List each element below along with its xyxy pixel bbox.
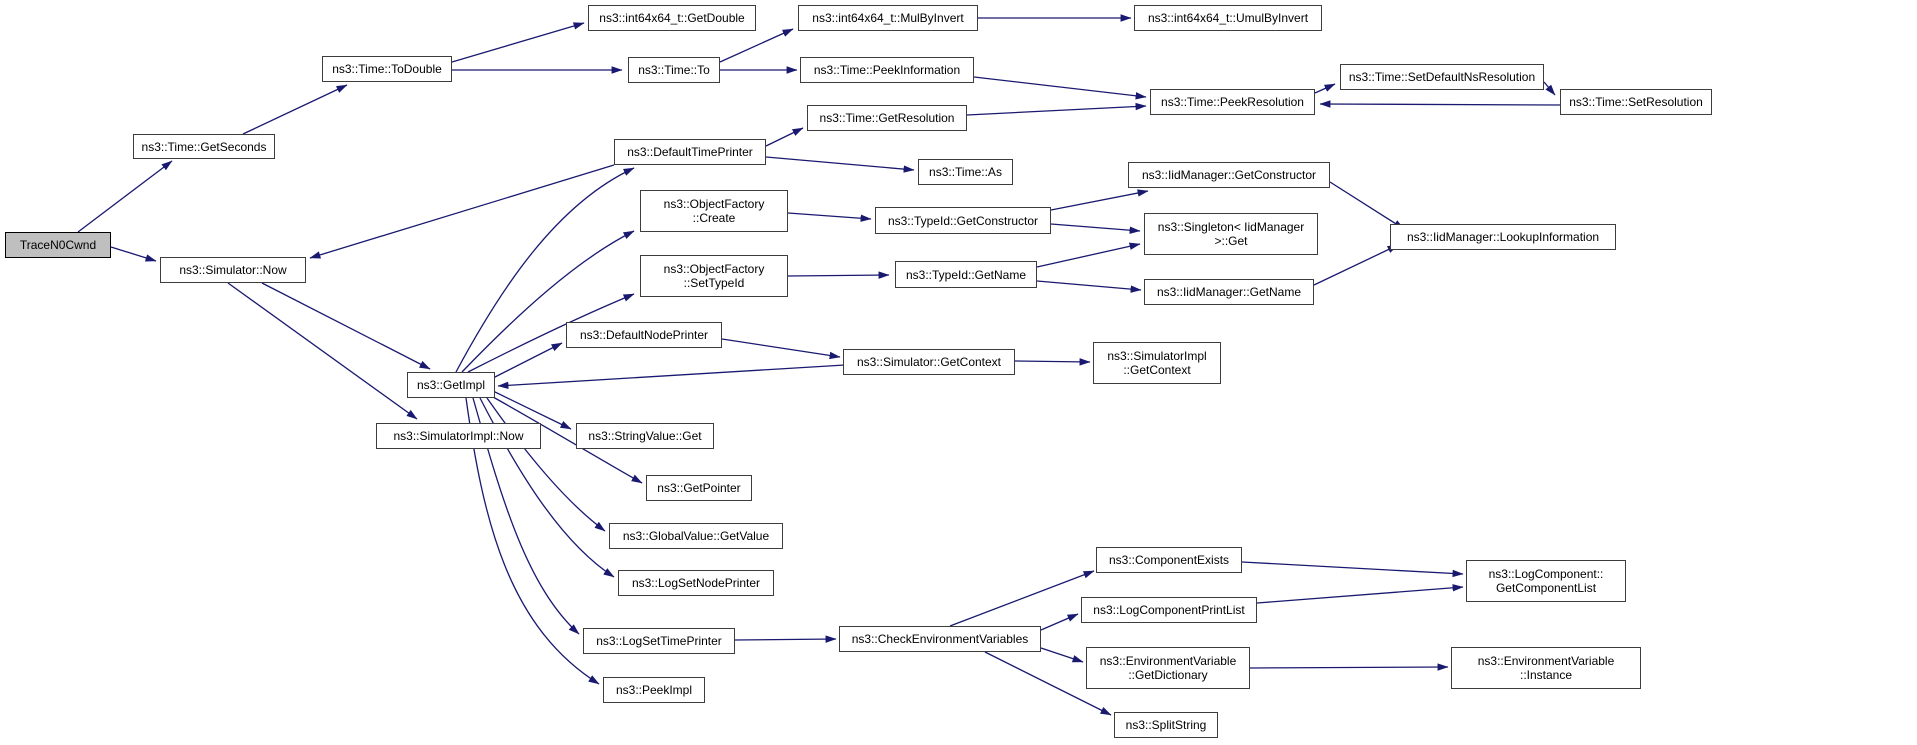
edge-getimpl-defaulttimeprinter bbox=[455, 167, 635, 373]
node-ns3-iidmanager-getconstructor[interactable]: ns3::IidManager::GetConstructor bbox=[1128, 162, 1330, 188]
node-ns3-time-peekresolution[interactable]: ns3::Time::PeekResolution bbox=[1150, 89, 1315, 115]
node-ns3-simulatorimpl-getcontext[interactable]: ns3::SimulatorImpl ::GetContext bbox=[1093, 342, 1221, 384]
node-tracen0cwnd: TraceN0Cwnd bbox=[5, 232, 111, 258]
edge-to-mulbyinvert bbox=[719, 28, 794, 63]
edge-typeid-getconstructor-iidmanager-getconstructor bbox=[1050, 189, 1149, 211]
edge-defaulttimeprinter-getresolution bbox=[765, 127, 804, 147]
edge-getseconds-todouble bbox=[242, 84, 348, 135]
edge-getimpl-getpointer bbox=[492, 396, 643, 484]
node-ns3-iidmanager-getname[interactable]: ns3::IidManager::GetName bbox=[1144, 279, 1314, 305]
edge-iidmanager-getconstructor-lookupinformation bbox=[1329, 181, 1405, 230]
node-ns3-stringvalue-get[interactable]: ns3::StringValue::Get bbox=[576, 423, 714, 449]
node-ns3-defaultnodeprinter[interactable]: ns3::DefaultNodePrinter bbox=[566, 322, 722, 348]
node-ns3-time-setresolution[interactable]: ns3::Time::SetResolution bbox=[1560, 89, 1712, 115]
node-ns3-typeid-getconstructor[interactable]: ns3::TypeId::GetConstructor bbox=[875, 207, 1051, 234]
edge-getimpl-objectfactory-settypeid bbox=[467, 293, 635, 373]
edge-todouble-getdouble bbox=[451, 22, 585, 63]
node-ns3-getpointer[interactable]: ns3::GetPointer bbox=[646, 475, 752, 501]
edge-iidmanager-getname-lookupinformation bbox=[1313, 244, 1399, 286]
node-ns3-time-peekinformation[interactable]: ns3::Time::PeekInformation bbox=[800, 57, 974, 83]
node-ns3-time-as[interactable]: ns3::Time::As bbox=[918, 159, 1013, 185]
node-ns3-logsetnodeprinter[interactable]: ns3::LogSetNodePrinter bbox=[618, 570, 774, 596]
edge-logcomponentprintlist-getcomponentlist bbox=[1256, 584, 1464, 604]
node-ns3-checkenvironmentvariables[interactable]: ns3::CheckEnvironmentVariables bbox=[839, 626, 1041, 652]
edge-checkenvironmentvariables-componentexists bbox=[949, 570, 1095, 627]
edge-simulator-getcontext-simulatorimpl-getcontext bbox=[1014, 358, 1091, 366]
edge-componentexists-getcomponentlist bbox=[1241, 561, 1464, 578]
edge-getimpl-globalvalue-getvalue bbox=[486, 397, 606, 532]
edge-trace-getseconds bbox=[77, 160, 173, 233]
node-ns3-singleton-iidmanager-get[interactable]: ns3::Singleton< IidManager >::Get bbox=[1144, 213, 1318, 255]
edge-checkenvironmentvariables-logcomponentprintlist bbox=[1040, 613, 1079, 631]
edge-getdictionary-instance bbox=[1249, 663, 1449, 671]
node-ns3-time-getresolution[interactable]: ns3::Time::GetResolution bbox=[807, 105, 967, 131]
node-ns3-logcomponentprintlist[interactable]: ns3::LogComponentPrintList bbox=[1081, 597, 1257, 623]
edge-getimpl-objectfactory-create bbox=[461, 230, 635, 373]
edge-logsettimeprinter-checkenvironmentvariables bbox=[734, 635, 837, 643]
edge-getimpl-stringvalue-get bbox=[492, 390, 572, 430]
node-ns3-globalvalue-getvalue[interactable]: ns3::GlobalValue::GetValue bbox=[609, 523, 783, 549]
node-ns3-simulatorimpl-now[interactable]: ns3::SimulatorImpl::Now bbox=[376, 423, 541, 449]
edge-setdefaultnsresolution-setresolution bbox=[1543, 81, 1556, 96]
edge-typeid-getname-iidmanager-getname bbox=[1036, 280, 1142, 293]
node-ns3-defaulttimeprinter[interactable]: ns3::DefaultTimePrinter bbox=[614, 139, 766, 165]
node-ns3-typeid-getname[interactable]: ns3::TypeId::GetName bbox=[895, 261, 1037, 288]
node-ns3-splitstring[interactable]: ns3::SplitString bbox=[1114, 712, 1218, 738]
edge-simulator-now-getimpl bbox=[261, 282, 431, 370]
edge-typeid-getname-singleton-get bbox=[1036, 242, 1141, 268]
node-ns3-objectfactory-create[interactable]: ns3::ObjectFactory ::Create bbox=[640, 190, 788, 232]
node-ns3-logcomponent-getcomponentlist[interactable]: ns3::LogComponent:: GetComponentList bbox=[1466, 560, 1626, 602]
edge-simulator-now-simulatorimpl-now bbox=[227, 282, 418, 420]
node-ns3-int64x64-umulbyinvert[interactable]: ns3::int64x64_t::UmulByInvert bbox=[1134, 5, 1322, 31]
node-ns3-time-todouble[interactable]: ns3::Time::ToDouble bbox=[322, 56, 452, 82]
node-ns3-objectfactory-settypeid[interactable]: ns3::ObjectFactory ::SetTypeId bbox=[640, 255, 788, 297]
node-ns3-componentexists[interactable]: ns3::ComponentExists bbox=[1096, 547, 1242, 573]
edge-getresolution-peekresolution bbox=[966, 102, 1147, 116]
edge-setresolution-peekresolution bbox=[1319, 100, 1561, 108]
node-ns3-logsettimeprinter[interactable]: ns3::LogSetTimePrinter bbox=[583, 628, 735, 654]
node-ns3-environmentvariable-instance[interactable]: ns3::EnvironmentVariable ::Instance bbox=[1451, 647, 1641, 689]
node-ns3-environmentvariable-getdictionary[interactable]: ns3::EnvironmentVariable ::GetDictionary bbox=[1086, 647, 1250, 689]
edge-defaulttimeprinter-as bbox=[765, 156, 915, 173]
edge-simulator-getcontext-getimpl bbox=[497, 364, 846, 390]
edge-objectfactory-settypeid-typeid-getname bbox=[787, 271, 890, 279]
edge-checkenvironmentvariables-splitstring bbox=[984, 651, 1112, 716]
node-ns3-simulator-now[interactable]: ns3::Simulator::Now bbox=[160, 257, 306, 283]
edge-peekresolution-setdefaultnsresolution bbox=[1314, 83, 1336, 94]
node-ns3-time-getseconds[interactable]: ns3::Time::GetSeconds bbox=[133, 134, 275, 159]
edge-defaulttimeprinter-simulator-now bbox=[309, 164, 615, 259]
edge-defaultnodeprinter-simulator-getcontext bbox=[721, 338, 841, 360]
node-ns3-getimpl[interactable]: ns3::GetImpl bbox=[407, 372, 495, 398]
node-ns3-simulator-getcontext[interactable]: ns3::Simulator::GetContext bbox=[843, 349, 1015, 375]
edge-checkenvironmentvariables-getdictionary bbox=[1040, 647, 1084, 663]
edge-trace-simulator-now bbox=[110, 246, 157, 262]
edge-getimpl-defaultnodeprinter bbox=[492, 342, 563, 379]
node-ns3-time-setdefaultnsresolution[interactable]: ns3::Time::SetDefaultNsResolution bbox=[1340, 64, 1544, 90]
node-ns3-peekimpl[interactable]: ns3::PeekImpl bbox=[603, 677, 705, 703]
node-ns3-iidmanager-lookupinformation[interactable]: ns3::IidManager::LookupInformation bbox=[1390, 224, 1616, 250]
node-ns3-int64x64-getdouble[interactable]: ns3::int64x64_t::GetDouble bbox=[588, 5, 756, 31]
edge-objectfactory-create-typeid-getconstructor bbox=[787, 212, 872, 222]
node-ns3-int64x64-mulbyinvert[interactable]: ns3::int64x64_t::MulByInvert bbox=[798, 5, 978, 31]
node-ns3-time-to[interactable]: ns3::Time::To bbox=[628, 57, 720, 83]
edge-typeid-getconstructor-singleton-get bbox=[1050, 223, 1141, 234]
edge-peekinformation-peekresolution bbox=[973, 76, 1147, 100]
